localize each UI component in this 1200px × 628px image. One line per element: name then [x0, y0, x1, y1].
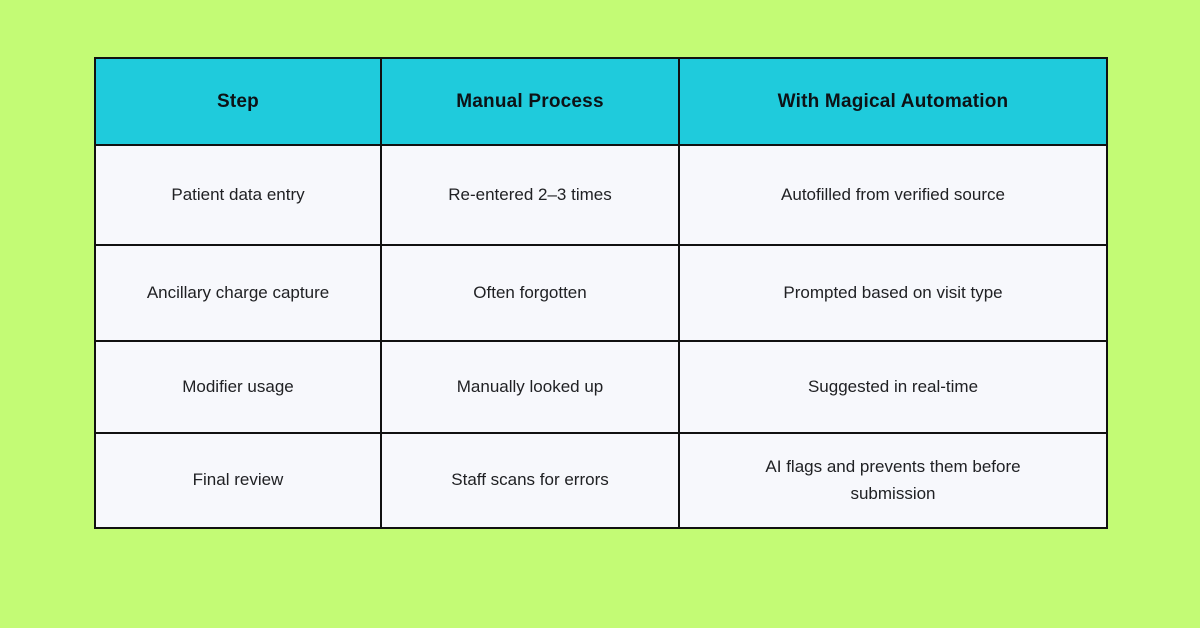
cell-with-automation: Autofilled from verified source	[678, 144, 1108, 246]
comparison-table: Step Manual Process With Magical Automat…	[94, 57, 1108, 529]
cell-manual-process: Re-entered 2–3 times	[380, 144, 680, 246]
cell-value: Patient data entry	[171, 184, 305, 204]
cell-step: Modifier usage	[94, 340, 382, 434]
cell-step: Ancillary charge capture	[94, 244, 382, 342]
cell-value: Ancillary charge capture	[146, 282, 330, 302]
header-cell-step: Step	[94, 57, 382, 146]
table-row: Modifier usage Manually looked up Sugges…	[94, 340, 1108, 434]
cell-with-automation: Prompted based on visit type	[678, 244, 1108, 342]
cell-value: Modifier usage	[182, 376, 294, 396]
comparison-table-container: Step Manual Process With Magical Automat…	[94, 57, 1108, 529]
cell-value: Often forgotten	[473, 282, 587, 302]
cell-value: Staff scans for errors	[451, 470, 609, 490]
header-label: Manual Process	[456, 90, 604, 112]
cell-value: Manually looked up	[456, 376, 604, 396]
cell-manual-process: Often forgotten	[380, 244, 680, 342]
cell-value: Autofilled from verified source	[781, 184, 1005, 204]
table-row: Patient data entry Re-entered 2–3 times …	[94, 144, 1108, 246]
cell-value: Prompted based on visit type	[783, 282, 1003, 302]
cell-with-automation: Suggested in real-time	[678, 340, 1108, 434]
cell-manual-process: Manually looked up	[380, 340, 680, 434]
table-row: Ancillary charge capture Often forgotten…	[94, 244, 1108, 342]
header-cell-with-magical-automation: With Magical Automation	[678, 57, 1108, 146]
table-row: Final review Staff scans for errors AI f…	[94, 432, 1108, 529]
cell-manual-process: Staff scans for errors	[380, 432, 680, 529]
cell-value: Suggested in real-time	[807, 376, 979, 396]
cell-step: Patient data entry	[94, 144, 382, 246]
table-header-row: Step Manual Process With Magical Automat…	[94, 57, 1108, 146]
cell-value: AI flags and prevents them before submis…	[765, 457, 1021, 503]
header-label: With Magical Automation	[777, 90, 1009, 112]
header-label: Step	[217, 90, 259, 112]
cell-with-automation: AI flags and prevents them before submis…	[678, 432, 1108, 529]
header-cell-manual-process: Manual Process	[380, 57, 680, 146]
cell-value: Re-entered 2–3 times	[448, 184, 612, 204]
cell-step: Final review	[94, 432, 382, 529]
cell-value: Final review	[192, 470, 284, 490]
